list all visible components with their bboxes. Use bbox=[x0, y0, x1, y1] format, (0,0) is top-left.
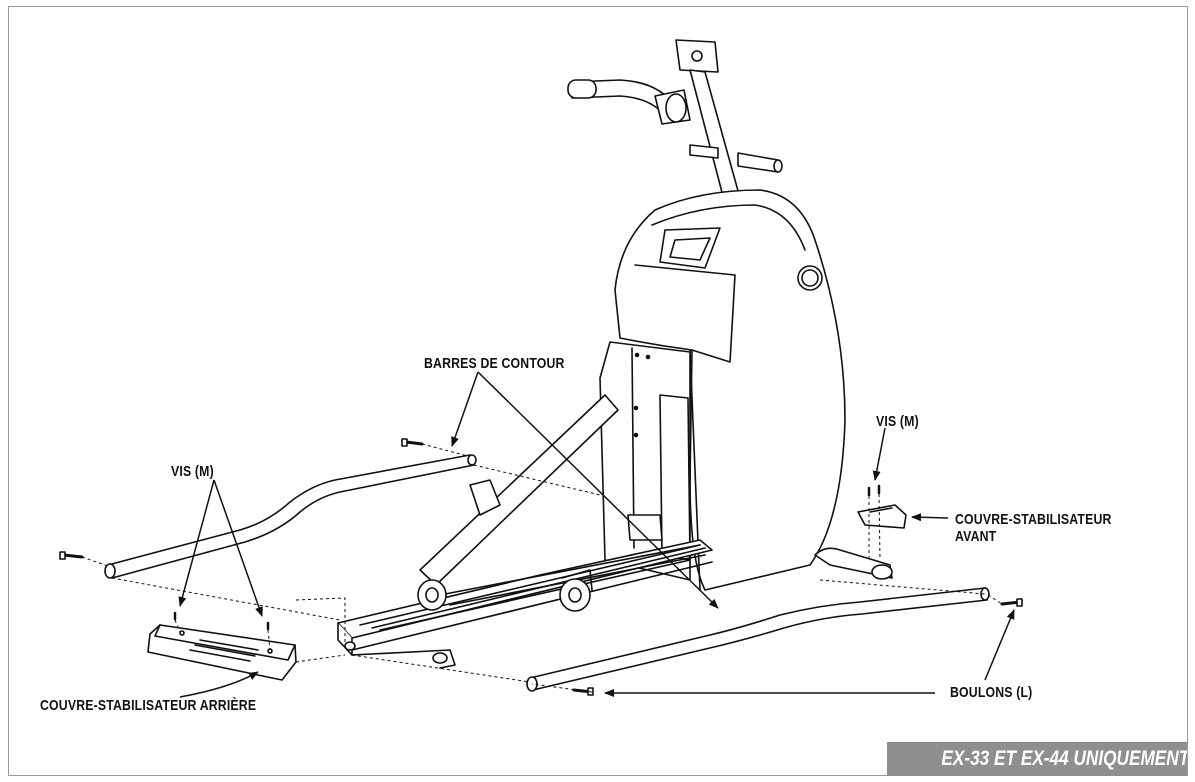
leader-arrows bbox=[178, 371, 1015, 698]
label-boulons: BOULONS (L) bbox=[950, 684, 1033, 701]
rear-column bbox=[599, 341, 691, 581]
wheels bbox=[417, 569, 593, 612]
rear-contour-bar bbox=[104, 454, 477, 579]
model-banner: EX-33 ET EX-44 UNIQUEMENT bbox=[887, 742, 1187, 776]
label-barres-contour: BARRES DE CONTOUR bbox=[424, 355, 565, 372]
label-couvre-avant-line1: COUVRE-STABILISATEUR bbox=[955, 511, 1112, 528]
grip-bars bbox=[689, 144, 783, 173]
front-contour-bar bbox=[526, 587, 990, 692]
rear-stabilizer-cover bbox=[147, 624, 297, 681]
label-couvre-avant-line2: AVANT bbox=[955, 528, 997, 545]
label-couvre-arriere: COUVRE-STABILISATEUR ARRIÈRE bbox=[40, 697, 257, 714]
label-couvre-avant: COUVRE-STABILISATEUR AVANT bbox=[955, 511, 1112, 545]
handlebar bbox=[567, 79, 691, 125]
front-stabilizer-cover bbox=[857, 504, 907, 529]
label-vis-left: VIS (M) bbox=[171, 463, 214, 480]
rail-frame bbox=[337, 539, 713, 669]
model-banner-text: EX-33 ET EX-44 UNIQUEMENT bbox=[941, 747, 1187, 770]
front-base bbox=[814, 547, 893, 580]
label-vis-right: VIS (M) bbox=[876, 413, 919, 430]
diagonal-arm bbox=[419, 394, 663, 586]
alignment-lines bbox=[81, 443, 1003, 693]
